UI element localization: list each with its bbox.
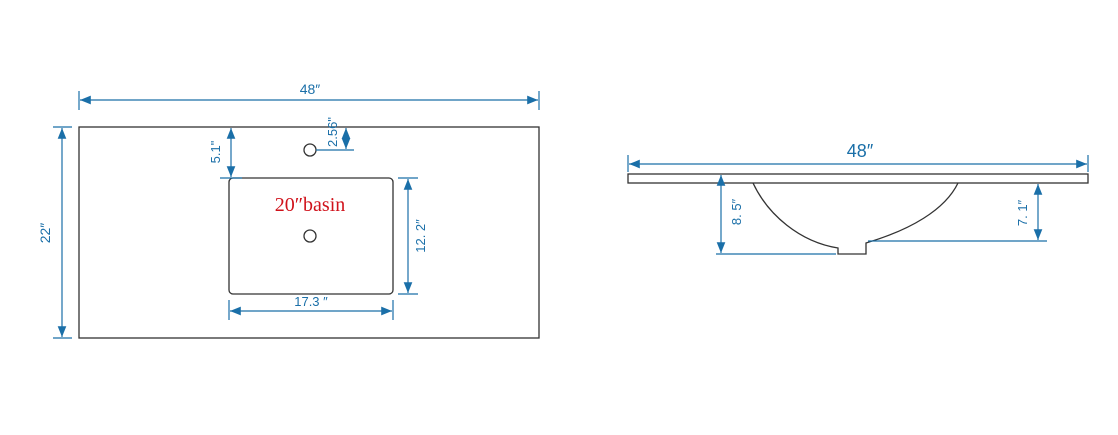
faucet-offset-dimension: 5.1": [208, 128, 242, 179]
basin-profile: [752, 182, 959, 255]
faucet-to-basin-dimension: 2.56": [316, 117, 354, 151]
basin-depth-dimension: 12. 2″: [398, 177, 428, 295]
basin-width-label: 17.3 ″: [294, 294, 328, 309]
drain-hole: [303, 229, 317, 243]
top-depth-label: 22″: [37, 223, 53, 244]
countertop-outline: [78, 126, 540, 339]
side-view: 48″ 8. 5″ 7. 1″: [627, 141, 1089, 255]
basin-outline: [228, 177, 394, 295]
outer-depth-dimension: 8. 5″: [716, 175, 836, 255]
inner-depth-label: 7. 1″: [1015, 199, 1030, 226]
faucet-offset-label: 5.1": [208, 140, 223, 163]
countertop-slab: [627, 173, 1089, 184]
basin-name-label: 20″basin: [275, 194, 346, 216]
basin-width-dimension: 17.3 ″: [228, 294, 394, 320]
side-width-label: 48″: [847, 141, 874, 161]
top-depth-dimension: 22″: [37, 126, 72, 339]
faucet-to-basin-label: 2.56": [325, 117, 340, 147]
side-width-dimension: 48″: [627, 141, 1089, 172]
outer-depth-label: 8. 5″: [729, 198, 744, 225]
top-width-label: 48″: [300, 81, 321, 97]
inner-depth-dimension: 7. 1″: [868, 184, 1047, 242]
top-width-dimension: 48″: [78, 81, 540, 110]
top-view: 48″ 22″ 5.1" 2.56" 20″basin 17.3: [37, 81, 540, 339]
faucet-hole: [303, 143, 317, 157]
basin-depth-label: 12. 2″: [413, 219, 428, 253]
